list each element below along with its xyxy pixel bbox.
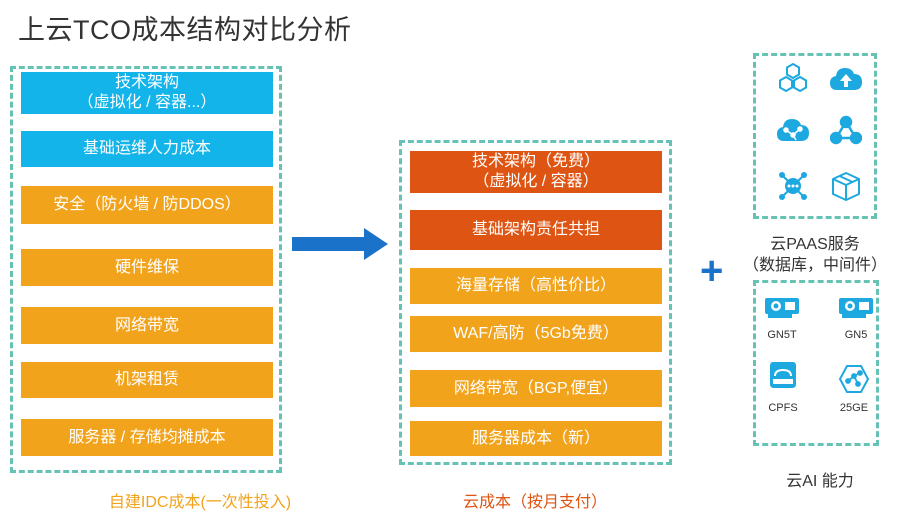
hexagon-cluster-icon [779,62,807,93]
mid-item-server: 服务器成本（新） [410,421,662,456]
page-title: 上云TCO成本结构对比分析 [18,15,352,45]
ai-frame [753,280,879,446]
mid-item-bandwidth-label: 网络带宽（BGP,便宜） [453,379,619,397]
ai-item-gn5t-label: GN5T [767,329,797,341]
left-item-server-storage: 服务器 / 存储均摊成本 [21,419,273,456]
paas-frame [753,53,877,219]
left-item-security: 安全（防火墙 / 防DDOS） [21,186,273,224]
right-arrow-icon [292,228,388,260]
left-item-ops-labor-label: 基础运维人力成本 [82,140,211,157]
mid-item-storage: 海量存储（高性价比） [410,268,662,304]
paas-label-line2: （数据库，中间件） [742,257,887,274]
cloud-upload-icon [830,68,862,90]
left-item-tech-arch-line2: （虚拟化 / 容器...） [77,94,217,111]
mid-item-tech-arch-line2: （虚拟化 / 容器） [473,173,599,190]
idc-cost-frame [10,66,282,473]
network-hexagon-icon [838,365,870,393]
left-item-hardware-label: 硬件维保 [114,258,179,276]
left-item-ops-labor: 基础运维人力成本 [21,131,273,167]
gpu-card-icon [839,298,873,318]
left-item-hardware: 硬件维保 [21,249,273,286]
ai-item-25ge-label: 25GE [839,402,869,414]
mid-item-tech-arch-line1: 技术架构（免费） [471,153,600,170]
mid-item-shared-responsibility-label: 基础架构责任共担 [471,221,600,238]
cube-box-icon [832,172,860,201]
chat-hub-icon [779,172,807,200]
mid-item-bandwidth: 网络带宽（BGP,便宜） [410,370,662,407]
ai-item-gn5-label: GN5 [844,329,868,341]
node-graph-icon [830,115,862,145]
paas-label-line1: 云PAAS服务 [770,236,860,253]
left-item-tech-arch-line1: 技术架构 [114,74,179,91]
ai-item-cpfs-label: CPFS [768,402,798,414]
cloud-cost-frame [399,140,672,465]
gpu-card-icon [765,298,799,318]
left-item-rack-label: 机架租赁 [114,371,179,388]
left-item-tech-arch: 技术架构 （虚拟化 / 容器...） [21,72,273,114]
mid-item-tech-arch: 技术架构（免费） （虚拟化 / 容器） [410,151,662,193]
idc-cost-caption: 自建IDC成本(一次性投入) [108,494,292,511]
mid-item-shared-responsibility: 基础架构责任共担 [410,210,662,250]
cloud-cost-caption: 云成本（按月支付） [462,494,607,511]
cloud-network-icon [777,119,809,141]
left-item-bandwidth: 网络带宽 [21,307,273,344]
mid-item-server-label: 服务器成本（新） [471,429,600,447]
mid-item-waf: WAF/高防（5Gb免费） [410,316,662,352]
mid-item-storage-label: 海量存储（高性价比） [455,277,616,294]
mid-item-waf-label: WAF/高防（5Gb免费） [453,325,619,342]
left-item-server-storage-label: 服务器 / 存储均摊成本 [68,428,226,446]
plus-icon: + [700,249,724,293]
storage-drive-icon [770,362,796,388]
left-item-security-label: 安全（防火墙 / 防DDOS） [53,196,241,213]
left-item-bandwidth-label: 网络带宽 [114,316,179,334]
ai-label: 云AI 能力 [786,473,854,490]
left-item-rack: 机架租赁 [21,362,273,398]
